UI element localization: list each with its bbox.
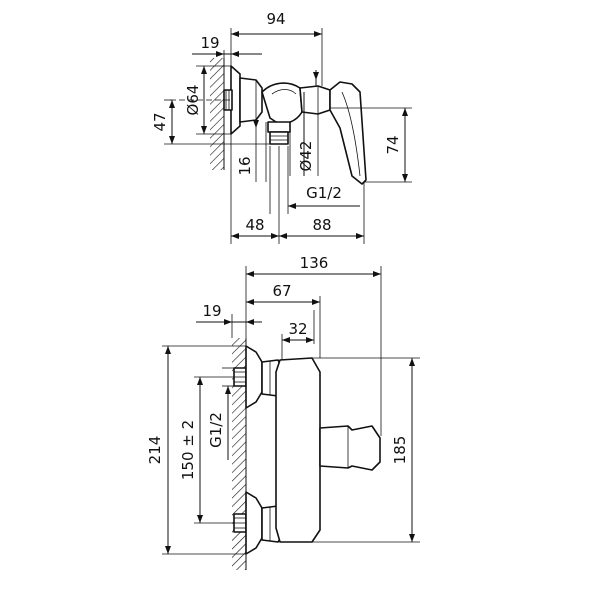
dim-front-136: 136: [300, 254, 329, 272]
dim-front-g12: G1/2: [207, 412, 225, 448]
dim-front-32: 32: [288, 320, 307, 338]
dim-front-19: 19: [202, 302, 221, 320]
dim-side-19: 19: [200, 34, 219, 52]
dim-side-g12: G1/2: [306, 184, 342, 202]
wall-flange: [230, 65, 241, 135]
elbow-body: [261, 82, 303, 125]
dim-front-67: 67: [272, 282, 291, 300]
wall-hatch-front: [232, 338, 246, 570]
outlet-thread: [269, 131, 289, 145]
handle-front: [319, 425, 381, 471]
dim-front-214: 214: [146, 436, 164, 465]
upper-flange: [245, 345, 263, 409]
wall-hatch: [210, 58, 224, 170]
dim-side-48: 48: [245, 216, 264, 234]
front-view: 136 67 19 32 214 150 ± 2: [146, 254, 420, 570]
dim-front-150: 150 ± 2: [179, 420, 197, 480]
connector-nut: [239, 77, 263, 123]
outlet-spout: [267, 121, 291, 133]
dim-side-88: 88: [312, 216, 331, 234]
dim-front-185: 185: [391, 436, 409, 465]
dim-side-dia42: Ø42: [297, 141, 315, 172]
side-view: 94 19 Ø64 47 74 16: [151, 10, 412, 244]
dim-side-47: 47: [151, 112, 169, 131]
dim-side-94: 94: [266, 10, 285, 28]
lower-flange: [245, 491, 263, 555]
dim-side-dia64: Ø64: [184, 85, 202, 116]
dim-side-74: 74: [384, 135, 402, 154]
handle-lever: [329, 81, 367, 185]
dim-side-16: 16: [236, 156, 254, 175]
mixer-body-front: [275, 357, 321, 543]
